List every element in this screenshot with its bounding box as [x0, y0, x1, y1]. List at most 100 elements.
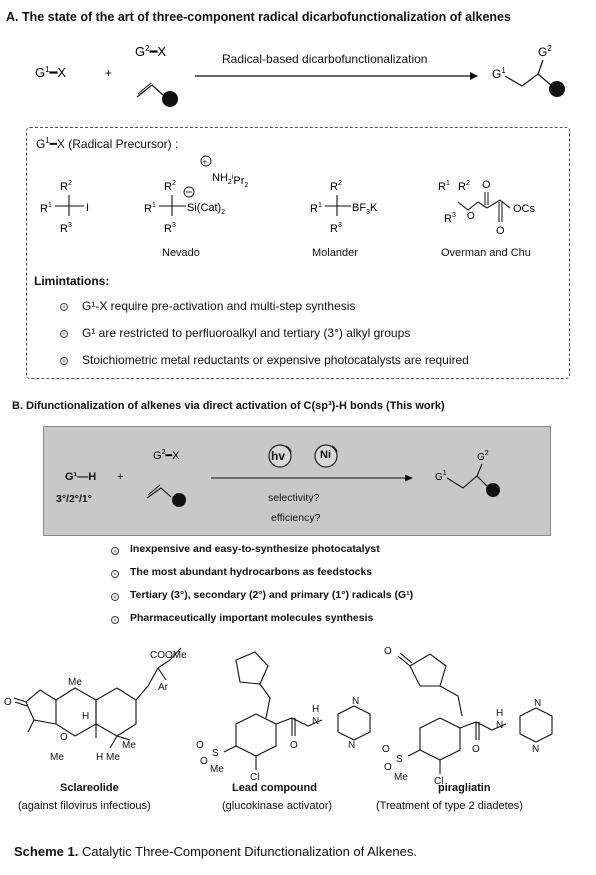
molander-trifluoroborate: R2 R1 BF3K R3 — [310, 180, 378, 235]
svg-text:R1: R1 — [438, 180, 450, 193]
svg-text:Me: Me — [50, 752, 64, 763]
advantage-item: Pharmaceutically important molecules syn… — [130, 612, 374, 624]
svg-text:NH2iPr2: NH2iPr2 — [212, 172, 248, 189]
molecule-desc: (against filovirus infectious) — [18, 800, 151, 812]
svg-text:G1: G1 — [492, 66, 506, 81]
section-a-reaction-scheme: G1━X + G2━X G1 G2 — [35, 44, 565, 107]
g1x-reagent: G1━X — [35, 65, 66, 80]
svg-text:Si(Cat)2: Si(Cat)2 — [187, 202, 225, 216]
svg-text:R3: R3 — [444, 212, 456, 225]
svg-text:O: O — [4, 697, 12, 708]
svg-text:N: N — [312, 716, 319, 727]
svg-text:G1: G1 — [435, 470, 447, 483]
precursor-label-molander: Molander — [312, 247, 358, 259]
svg-text:OCs: OCs — [513, 203, 536, 215]
degree-label: 3°/2°/1° — [56, 493, 92, 505]
limitation-item: G¹ are restricted to perfluoroalkyl and … — [82, 326, 411, 340]
sclareolide-structure — [13, 647, 182, 749]
g2x-reagent: G2━X — [135, 44, 166, 59]
svg-text:+: + — [203, 158, 208, 167]
svg-text:G2━X: G2━X — [153, 449, 180, 462]
hv-light-icon — [268, 444, 292, 468]
svg-text:I: I — [86, 202, 89, 214]
svg-text:Me: Me — [210, 764, 224, 775]
svg-text:Cl: Cl — [434, 776, 443, 787]
scheme-caption: Scheme 1. Catalytic Three-Component Difu… — [14, 844, 417, 859]
molecule-name: piragliatin — [438, 782, 491, 794]
nickel-catalyst-icon — [314, 444, 338, 468]
svg-text:O: O — [200, 756, 208, 767]
svg-text:H: H — [82, 711, 89, 722]
bullet-icon — [111, 593, 119, 601]
svg-text:R3: R3 — [164, 222, 176, 235]
section-b-title: B. Difunctionalization of alkenes via di… — [12, 400, 445, 412]
svg-text:H: H — [496, 708, 503, 719]
section-a-title: A. The state of the art of three-compone… — [6, 10, 511, 24]
molecule-name: Lead compound — [232, 782, 317, 794]
svg-text:R2: R2 — [60, 180, 72, 193]
svg-text:Cl: Cl — [250, 772, 259, 783]
svg-text:O: O — [482, 179, 491, 191]
svg-text:R3: R3 — [60, 222, 72, 235]
svg-text:N: N — [348, 740, 355, 751]
caption-text: Catalytic Three-Component Difunctionaliz… — [81, 844, 418, 859]
plus-sign: + — [105, 66, 112, 80]
section-b-reaction-scheme: G2━X G1 G2 — [146, 444, 500, 507]
caption-label: Scheme 1. — [14, 844, 79, 859]
advantage-item: Inexpensive and easy-to-synthesize photo… — [130, 543, 380, 555]
svg-text:R3: R3 — [330, 222, 342, 235]
svg-text:R2: R2 — [458, 180, 470, 193]
alkene-substituent-dot — [162, 91, 178, 107]
svg-text:N: N — [496, 720, 503, 731]
bullet-icon — [111, 547, 119, 555]
svg-text:S: S — [396, 754, 403, 765]
limitations-title: Limintations: — [34, 274, 110, 288]
svg-text:O: O — [384, 762, 392, 773]
alkyl-iodide: R2 R1 I R3 — [40, 180, 89, 235]
product-substituent-dot — [549, 81, 565, 97]
precursor-structures: R2 R1 I R3 + NH2iPr2 R2 R1 Si(Cat)2 R3 R… — [40, 155, 536, 237]
svg-text:R2: R2 — [164, 180, 176, 193]
precursor-heading: G1━X (Radical Precursor) : — [36, 136, 179, 151]
plus-sign-b: + — [117, 471, 124, 483]
svg-text:BF3K: BF3K — [352, 202, 378, 216]
svg-text:R1: R1 — [310, 202, 322, 215]
alkene-line — [136, 84, 164, 98]
svg-text:O: O — [60, 732, 68, 743]
bullet-icon — [60, 330, 68, 338]
molecule-desc: (Treatment of type 2 diadetes) — [376, 800, 523, 812]
svg-text:H: H — [312, 704, 319, 715]
this-work-box — [43, 426, 551, 536]
alkene-substituent-dot-b — [172, 493, 186, 507]
molecule-structures: O O Me H Me Me H Me COOMe Ar O O S Me Cl… — [4, 646, 553, 787]
g1h-reagent: G¹—H — [65, 471, 97, 483]
svg-text:O: O — [382, 744, 390, 755]
ni-label: Ni — [320, 449, 331, 461]
svg-text:N: N — [534, 698, 541, 709]
svg-text:O: O — [496, 225, 505, 237]
nevado-silicate: + NH2iPr2 R2 R1 Si(Cat)2 R3 — [144, 155, 248, 235]
svg-text:S: S — [212, 748, 219, 759]
svg-text:N: N — [532, 744, 539, 755]
lead-compound-structure — [223, 651, 371, 770]
molecule-desc: (glucokinase activator) — [222, 800, 333, 812]
advantage-item: The most abundant hydrocarbons as feedst… — [130, 566, 373, 578]
precursor-label-overman-chu: Overman and Chu — [441, 247, 531, 259]
svg-text:O: O — [467, 211, 475, 222]
svg-text:Me: Me — [394, 772, 408, 783]
efficiency-label: efficiency? — [271, 512, 321, 524]
limitation-item: Stoichiometric metal reductants or expen… — [82, 353, 469, 367]
product-chain — [504, 73, 553, 87]
limitation-item: G¹-X require pre-activation and multi-st… — [82, 299, 356, 313]
svg-text:H Me: H Me — [96, 752, 120, 763]
svg-text:Me: Me — [122, 740, 136, 751]
precursor-label-nevado: Nevado — [162, 247, 200, 259]
svg-text:R1: R1 — [144, 202, 156, 215]
svg-text:O: O — [196, 740, 204, 751]
bullet-icon — [111, 616, 119, 624]
radical-precursor-box — [26, 127, 570, 379]
svg-text:COOMe: COOMe — [150, 650, 187, 661]
svg-text:O: O — [384, 646, 392, 657]
bullet-icon — [60, 357, 68, 365]
svg-text:Me: Me — [68, 677, 82, 688]
